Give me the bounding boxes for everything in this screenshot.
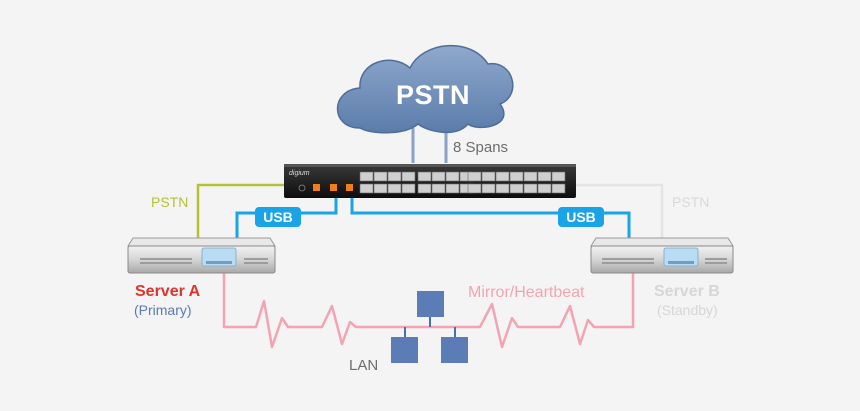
pstn-link-a [196, 183, 288, 242]
gateway-device [284, 164, 576, 198]
usb-badge-b: USB [558, 207, 604, 227]
pstn-link-a-label: PSTN [151, 194, 189, 210]
usb-link-b [350, 196, 631, 242]
pstn-cloud [336, 44, 514, 134]
server-a-role: (Primary) [134, 302, 192, 318]
usb-badge-a: USB [255, 207, 301, 227]
server-b-role: (Standby) [657, 302, 718, 318]
server-b-name: Server B [654, 283, 720, 300]
heartbeat-line [222, 272, 635, 349]
trunk-lines [411, 128, 448, 163]
lan-switch-left [391, 337, 418, 363]
pstn-link-b-label: PSTN [672, 194, 710, 210]
lan-switch-right [441, 337, 468, 363]
lan-label: LAN [349, 357, 379, 374]
trunk-label: 8 Spans [453, 139, 509, 156]
pstn-link-b [575, 183, 664, 242]
heartbeat-label: Mirror/Heartbeat [468, 284, 585, 301]
pstn-cloud-label: PSTN [396, 80, 471, 110]
gateway-brand-logo: digium [289, 170, 310, 177]
server-a-unit [127, 237, 276, 274]
server-b-unit [590, 237, 734, 274]
lan-switch-top [417, 291, 444, 317]
server-a-name: Server A [135, 283, 201, 300]
